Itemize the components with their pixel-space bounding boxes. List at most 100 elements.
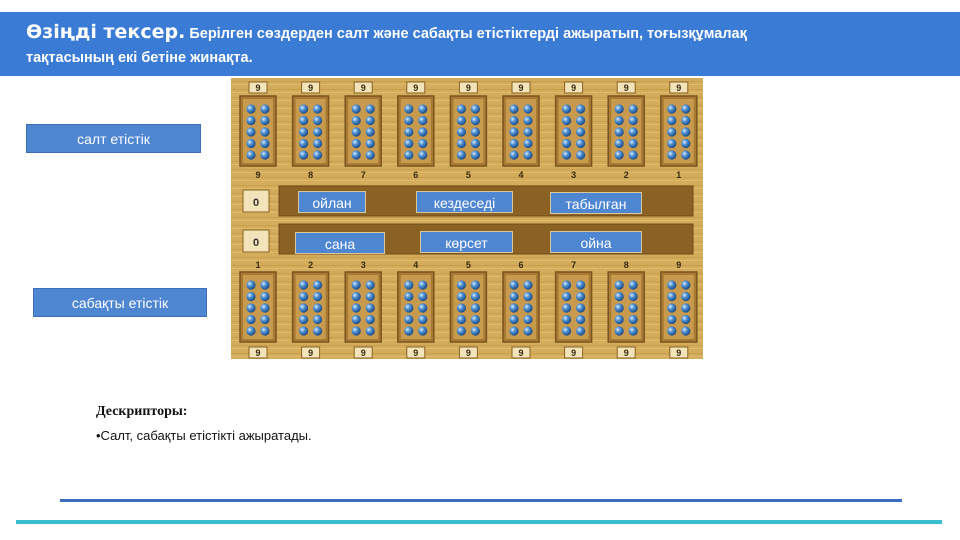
kumalak-ball (299, 291, 309, 302)
kumalak-ball (614, 303, 624, 313)
pit-number: 3 (361, 260, 366, 270)
kumalak-ball (614, 104, 624, 114)
pit-count: 9 (624, 83, 629, 93)
kumalak-ball (523, 326, 533, 336)
kumalak-ball (418, 291, 428, 302)
kumalak-ball (614, 150, 624, 160)
board-pit (239, 95, 277, 167)
header-banner: Өзіңді тексер. Берілген сөздерден салт ж… (0, 12, 960, 76)
kumalak-ball (456, 127, 466, 137)
top-kazan-counter (242, 189, 270, 213)
pit-number: 2 (308, 260, 313, 270)
pit-count: 9 (624, 348, 629, 358)
word-card[interactable]: көрсет (420, 231, 513, 253)
kumalak-ball (299, 127, 309, 137)
kumalak-ball (365, 115, 375, 126)
word-card[interactable]: ойлан (298, 191, 366, 213)
word-card[interactable]: кездеседі (416, 191, 513, 213)
kumalak-ball (523, 104, 533, 114)
kumalak-ball (628, 303, 638, 313)
kumalak-ball (667, 326, 677, 336)
pit-number: 7 (361, 170, 366, 180)
board-pit (502, 95, 540, 167)
kumalak-ball (246, 127, 256, 137)
kumalak-ball (681, 104, 691, 114)
kumalak-ball (351, 150, 361, 160)
board-pit (660, 271, 698, 343)
board-pit (449, 271, 488, 343)
kumalak-ball (681, 150, 691, 160)
kumalak-ball (313, 115, 323, 126)
bottom-kazan-counter (242, 229, 270, 253)
board-pit (660, 95, 698, 167)
kumalak-ball (562, 138, 572, 149)
kumalak-ball (562, 291, 572, 302)
kumalak-ball (614, 291, 624, 302)
pit-number: 4 (413, 260, 418, 270)
kumalak-ball (523, 127, 533, 137)
kumalak-ball (351, 303, 361, 313)
kumalak-ball (470, 138, 480, 149)
word-card[interactable]: табылған (550, 192, 642, 214)
kumalak-ball (404, 127, 414, 137)
pit-count: 9 (466, 348, 471, 358)
kumalak-ball (313, 150, 323, 160)
kumalak-ball (418, 303, 428, 313)
kumalak-ball (509, 127, 519, 137)
kumalak-ball (404, 150, 414, 160)
board-pit (607, 271, 645, 343)
kumalak-ball (523, 314, 533, 325)
transitive-label[interactable]: сабақты етістік (33, 288, 207, 317)
kumalak-ball (667, 104, 677, 114)
kumalak-ball (681, 280, 691, 290)
kumalak-ball (260, 115, 270, 126)
kumalak-ball (681, 138, 691, 149)
word-card[interactable]: ойна (550, 231, 642, 253)
kumalak-ball (351, 138, 361, 149)
kumalak-ball (313, 326, 323, 336)
kumalak-ball (404, 326, 414, 336)
kumalak-ball (628, 115, 638, 126)
kumalak-ball (365, 150, 375, 160)
kumalak-ball (313, 280, 323, 290)
kumalak-ball (456, 138, 466, 149)
kumalak-ball (456, 280, 466, 290)
kumalak-ball (404, 138, 414, 149)
kumalak-ball (246, 326, 256, 336)
kumalak-ball (628, 280, 638, 290)
kumalak-ball (667, 314, 677, 325)
kumalak-ball (509, 326, 519, 336)
kumalak-ball (418, 138, 428, 149)
kumalak-ball (365, 127, 375, 137)
kumalak-ball (456, 291, 466, 302)
pit-count: 9 (676, 83, 681, 93)
board-pit (344, 95, 382, 167)
word-card[interactable]: сана (295, 232, 385, 254)
kumalak-ball (523, 115, 533, 126)
kumalak-ball (456, 104, 466, 114)
board-pit (554, 95, 593, 167)
kumalak-ball (470, 326, 480, 336)
pit-number: 1 (676, 170, 681, 180)
descriptors-title: Дескрипторы: (96, 404, 188, 419)
intransitive-label[interactable]: салт етістік (26, 124, 201, 153)
pit-count: 9 (361, 83, 366, 93)
kumalak-ball (299, 326, 309, 336)
pit-count: 9 (571, 348, 576, 358)
kumalak-ball (299, 150, 309, 160)
kumalak-ball (470, 127, 480, 137)
kumalak-ball (614, 127, 624, 137)
kumalak-ball (576, 303, 586, 313)
kumalak-ball (456, 326, 466, 336)
kumalak-ball (456, 314, 466, 325)
kumalak-ball (418, 104, 428, 114)
pit-number: 7 (571, 260, 576, 270)
kumalak-ball (509, 280, 519, 290)
board-pit (239, 271, 277, 343)
kumalak-ball (667, 138, 677, 149)
kumalak-ball (667, 280, 677, 290)
kumalak-ball (523, 291, 533, 302)
kumalak-ball (351, 104, 361, 114)
pit-count: 9 (518, 348, 523, 358)
